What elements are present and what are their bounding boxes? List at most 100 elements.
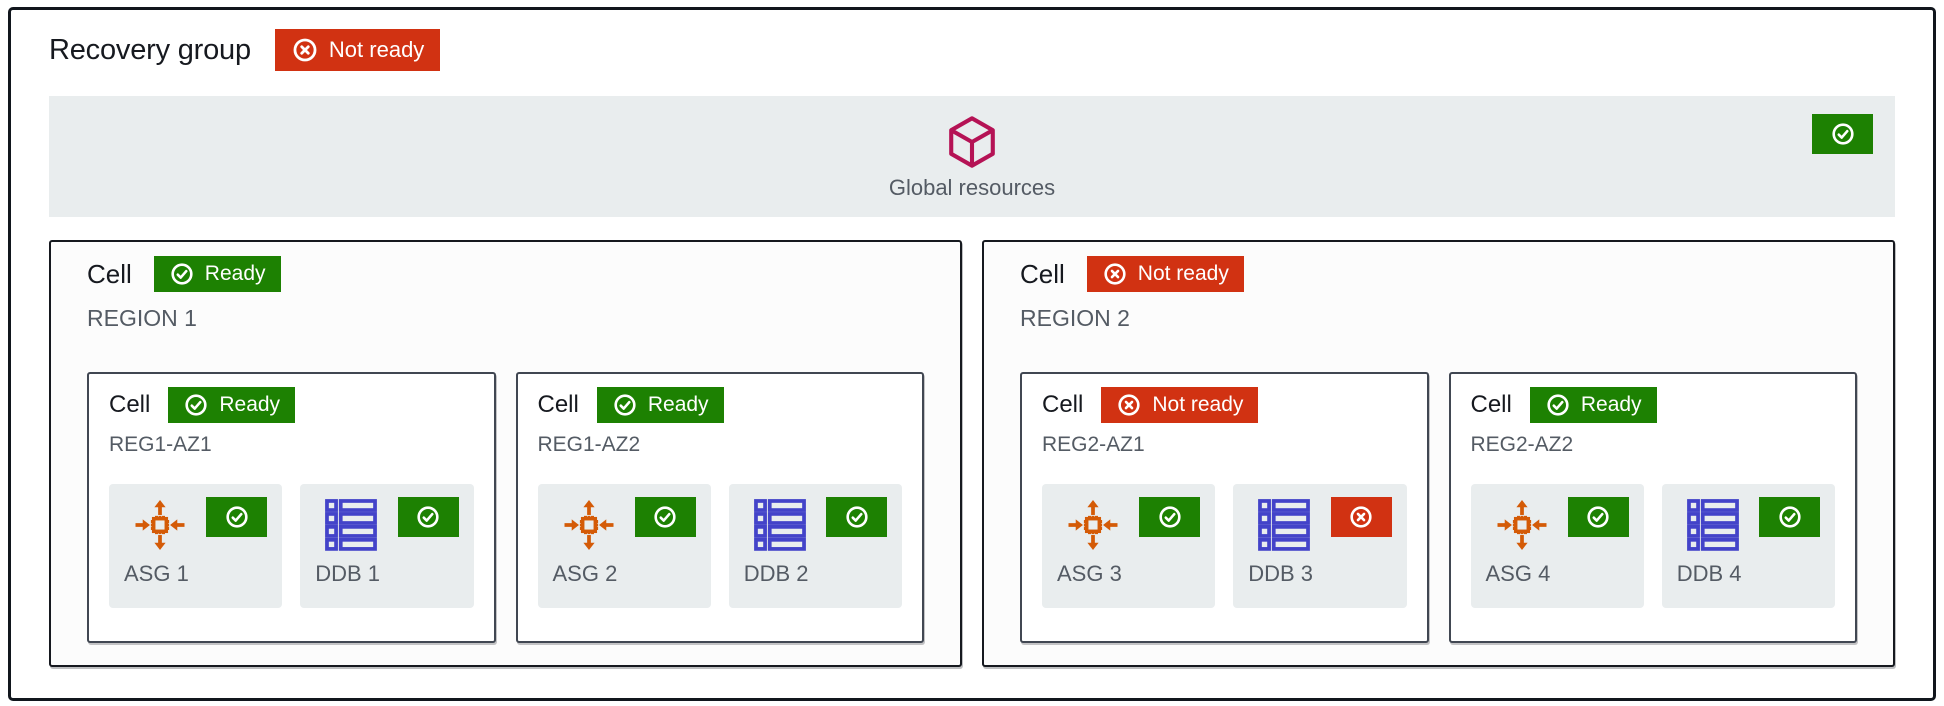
resource-name: ASG 3 [1057,561,1122,586]
resource-tile-ddb2: DDB 2 [728,484,902,608]
cell-title: Cell [1020,258,1065,289]
resource-tile-ddb1: DDB 1 [300,484,474,608]
dynamodb-table-icon [752,497,808,553]
check-circle-icon [612,392,638,418]
global-resources-cube-icon [943,113,1001,171]
resource-name: ASG 4 [1485,561,1551,586]
check-circle-icon [1830,121,1856,147]
check-circle-icon [652,504,678,530]
auto-scaling-group-icon [1065,497,1121,553]
check-circle-icon [1545,392,1571,418]
az-cell-reg1-az1: Cell Ready REG1-AZ1 [87,372,496,643]
resource-tiles-row: ASG 3 DDB 3 [1042,484,1407,608]
az-name: REG2-AZ2 [1470,433,1574,456]
az-cell-reg1-az2: Cell Ready REG1-AZ2 [515,372,924,643]
az-cell-reg2-az2: Cell Ready REG2-AZ2 [1448,372,1857,643]
resource-tile-ddb4: DDB 4 [1661,484,1835,608]
recovery-group-status-label: Not ready [328,37,425,62]
auto-scaling-group-icon [561,497,617,553]
cell-status-label: Ready [647,393,709,416]
region-name: REGION 2 [1020,305,1130,331]
cell-status-label: Ready [1580,393,1642,416]
page-title: Recovery group [49,33,251,66]
dynamodb-table-icon [1256,497,1312,553]
region-cell-1: Cell Ready REGION 1 Cell Ready [49,240,962,667]
check-circle-icon [169,261,195,287]
dynamodb-table-icon [1685,497,1741,553]
resource-status-badge [206,497,268,537]
cell-header: Cell Ready [1471,387,1836,423]
global-resources-status-badge [1812,114,1873,154]
cell-header: Cell Ready [87,256,924,292]
resource-status-badge [1759,497,1820,537]
resource-name: DDB 2 [743,561,809,586]
resource-status-badge [1330,497,1392,537]
cell-title: Cell [1042,391,1084,418]
resource-tile-asg2: ASG 2 [537,484,711,608]
panel-title-row: Recovery group Not ready [49,28,1895,72]
auto-scaling-group-icon [1494,497,1550,553]
cell-title: Cell [87,258,132,289]
az-name: REG1-AZ1 [109,433,212,456]
check-circle-icon [224,504,250,530]
cell-status-badge: Ready [168,387,296,423]
az-cell-reg2-az1: Cell Not ready REG2-AZ1 [1020,372,1429,643]
x-circle-icon [1116,392,1142,418]
cell-status-badge: Ready [1529,387,1657,423]
resource-tiles-row: ASG 1 DDB 1 [109,484,474,608]
recovery-group-panel: Recovery group Not ready Global resource… [8,7,1936,701]
resource-status-badge [634,497,696,537]
cell-header: Cell Ready [538,387,903,423]
resource-name: DDB 1 [315,561,381,586]
resource-tiles-row: ASG 4 DDB 4 [1470,484,1835,608]
check-circle-icon [1777,504,1803,530]
az-cells-row: Cell Ready REG1-AZ1 [87,372,924,643]
cell-status-label: Not ready [1137,262,1229,285]
resource-status-badge [1139,497,1201,537]
region-cells-row: Cell Ready REGION 1 Cell Ready [49,240,1895,667]
region-cell-2: Cell Not ready REGION 2 Cell Not ready [982,240,1895,667]
auto-scaling-group-icon [132,497,188,553]
cell-header: Cell Ready [109,387,474,423]
x-circle-icon [1348,504,1374,530]
check-circle-icon [844,504,870,530]
x-circle-icon [1102,261,1128,287]
cell-status-label: Ready [219,393,281,416]
x-circle-icon [291,36,319,64]
cell-title: Cell [537,391,579,418]
cell-title: Cell [1470,391,1512,418]
dynamodb-table-icon [323,497,379,553]
az-name: REG1-AZ2 [537,433,641,456]
resource-status-badge [1567,497,1629,537]
cell-header: Cell Not ready [1020,256,1857,292]
cell-status-badge: Ready [153,256,281,292]
az-cells-row: Cell Not ready REG2-AZ1 [1020,372,1857,643]
resource-tile-ddb3: DDB 3 [1233,484,1407,608]
cell-status-badge: Ready [596,387,724,423]
resource-tile-asg3: ASG 3 [1042,484,1216,608]
recovery-group-status-badge: Not ready [274,29,441,71]
resource-tile-asg4: ASG 4 [1470,484,1644,608]
resource-status-badge [397,497,459,537]
cell-status-badge: Not ready [1101,387,1259,423]
resource-name: ASG 1 [124,561,189,586]
resource-name: ASG 2 [552,561,618,586]
resource-status-badge [826,497,887,537]
cell-status-label: Not ready [1152,393,1244,416]
check-circle-icon [1157,504,1183,530]
resource-tiles-row: ASG 2 DDB 2 [537,484,902,608]
cell-status-badge: Not ready [1086,256,1244,292]
resource-tile-asg1: ASG 1 [109,484,283,608]
resource-name: DDB 4 [1676,561,1742,586]
check-circle-icon [415,504,441,530]
cell-title: Cell [109,391,151,418]
cell-header: Cell Not ready [1042,387,1407,423]
check-circle-icon [1585,504,1611,530]
az-name: REG2-AZ1 [1042,433,1145,456]
global-resources-label: Global resources [888,174,1056,200]
resource-name: DDB 3 [1248,561,1314,586]
global-resources-bar: Global resources [49,96,1895,217]
region-name: REGION 1 [87,305,197,331]
check-circle-icon [183,392,209,418]
cell-status-label: Ready [204,262,266,285]
